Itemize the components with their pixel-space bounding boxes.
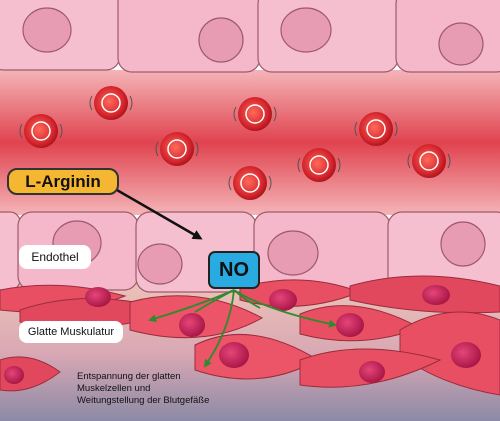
l-arginin-label: L-Arginin (7, 168, 119, 195)
red-blood-cell (297, 148, 341, 182)
effect-caption: Entspannung der glatten Muskelzellen und… (77, 371, 277, 407)
arginin-to-no-arrow (109, 184, 203, 240)
top-endothelium (0, 0, 500, 73)
red-blood-cell (89, 86, 133, 120)
caption-line: Muskelzellen und (77, 383, 151, 394)
no-label: NO (208, 251, 260, 289)
endothel-label: Endothel (19, 245, 91, 269)
red-blood-cell (407, 144, 451, 178)
smooth-muscle-label: Glatte Muskulatur (19, 321, 123, 343)
caption-line: Weitungstellung der Blutgefäße (77, 395, 210, 406)
red-blood-cell (354, 112, 398, 146)
no-diffusion-arrows (148, 289, 337, 368)
red-blood-cell (155, 132, 199, 166)
caption-line: Entspannung der glatten (77, 371, 181, 382)
red-blood-cell (19, 114, 63, 148)
red-blood-cell (228, 166, 272, 200)
red-blood-cells (19, 86, 451, 200)
red-blood-cell (233, 97, 277, 131)
muscle-nuclei (4, 285, 481, 384)
